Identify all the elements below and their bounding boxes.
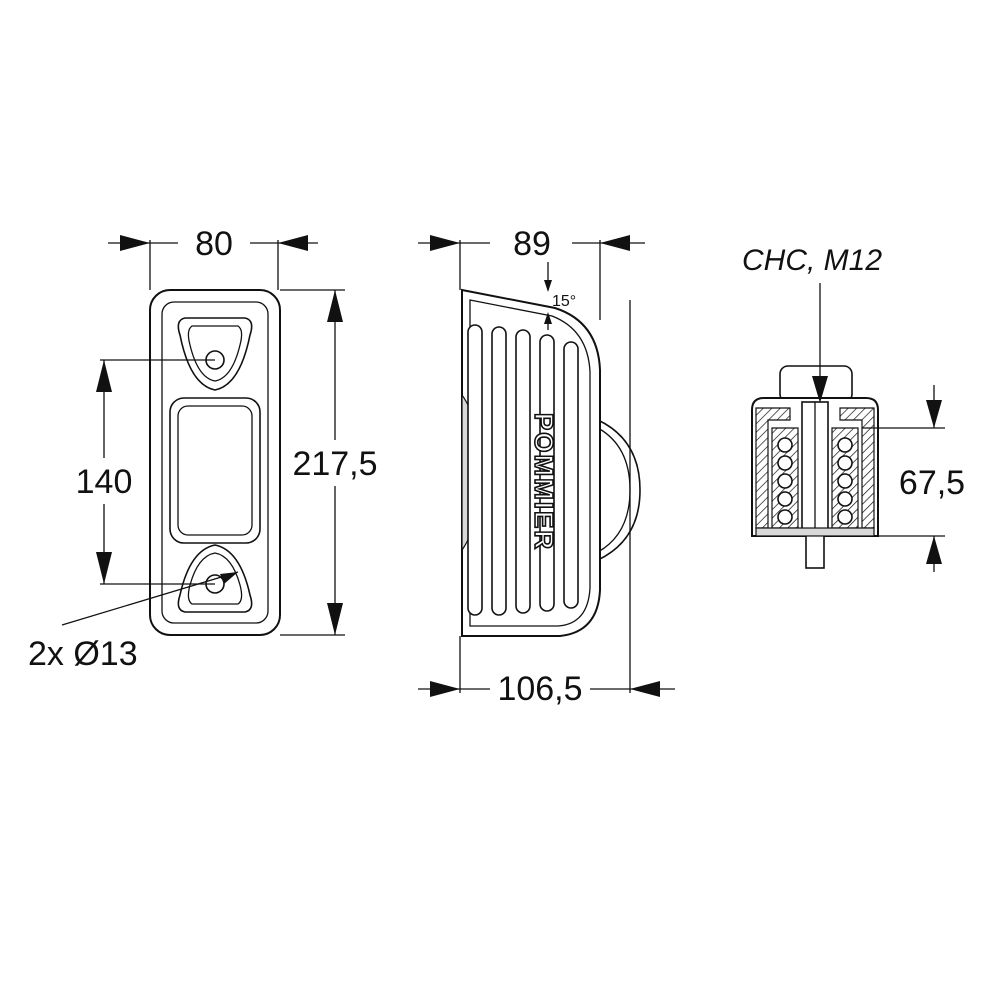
side-view: POMMIER 89 15° 106,5 xyxy=(418,225,675,708)
holes-2x-13-label: 2x Ø13 xyxy=(28,635,138,673)
angle-15-label: 15° xyxy=(552,293,576,310)
side-ribs xyxy=(467,324,579,616)
section-base xyxy=(755,527,875,537)
height-217-5-label: 217,5 xyxy=(292,445,377,483)
depth-89-label: 89 xyxy=(513,225,551,263)
section-view: CHC, M12 67,5 xyxy=(742,244,965,572)
side-rear-dome xyxy=(597,418,641,562)
front-view: 80 217,5 140 2x Ø13 xyxy=(28,225,384,673)
spring-coils xyxy=(777,437,853,525)
height-67-5-label: 67,5 xyxy=(899,464,965,502)
front-window-inner xyxy=(177,405,253,536)
width-80-label: 80 xyxy=(195,225,233,263)
screw-chc-m12-label: CHC, M12 xyxy=(742,244,882,277)
spacing-140-label: 140 xyxy=(76,463,133,501)
brand-text: POMMIER xyxy=(529,413,559,551)
front-window-outer xyxy=(169,397,261,544)
front-body-inner xyxy=(161,301,269,624)
total-depth-106-5-label: 106,5 xyxy=(497,670,582,708)
